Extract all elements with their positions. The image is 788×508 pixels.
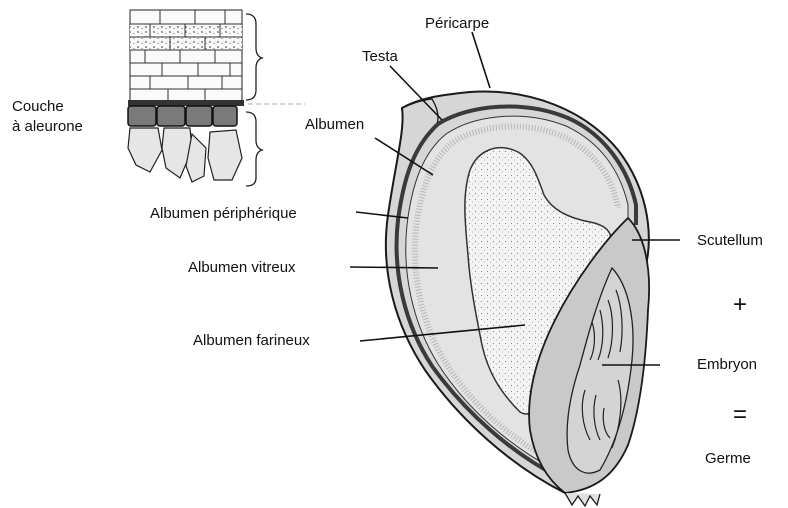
grain: [386, 92, 649, 506]
label-testa: Testa: [362, 48, 398, 66]
aleurone-cells: [128, 106, 237, 126]
testa-band: [128, 100, 244, 106]
label-embryon: Embryon: [697, 356, 757, 374]
pericarp-brace: [246, 14, 262, 100]
label-albumen-peripherique: Albumen périphérique: [150, 205, 297, 223]
label-germe: Germe: [705, 450, 751, 468]
label-albumen-vitreux: Albumen vitreux: [188, 259, 296, 277]
label-albumen: Albumen: [305, 116, 364, 134]
plus-sign: +: [733, 292, 747, 318]
root-tip: [565, 493, 600, 506]
label-couche-aleurone-1: Couche: [12, 98, 64, 116]
label-scutellum: Scutellum: [697, 232, 763, 250]
layers-inset: [128, 10, 305, 186]
equals-sign: =: [733, 402, 747, 428]
endosperm-brace: [246, 112, 262, 186]
label-couche-aleurone-2: à aleurone: [12, 118, 83, 136]
label-albumen-farineux: Albumen farineux: [193, 332, 310, 350]
label-pericarpe: Péricarpe: [425, 15, 489, 33]
endosperm-cells: [128, 128, 242, 182]
